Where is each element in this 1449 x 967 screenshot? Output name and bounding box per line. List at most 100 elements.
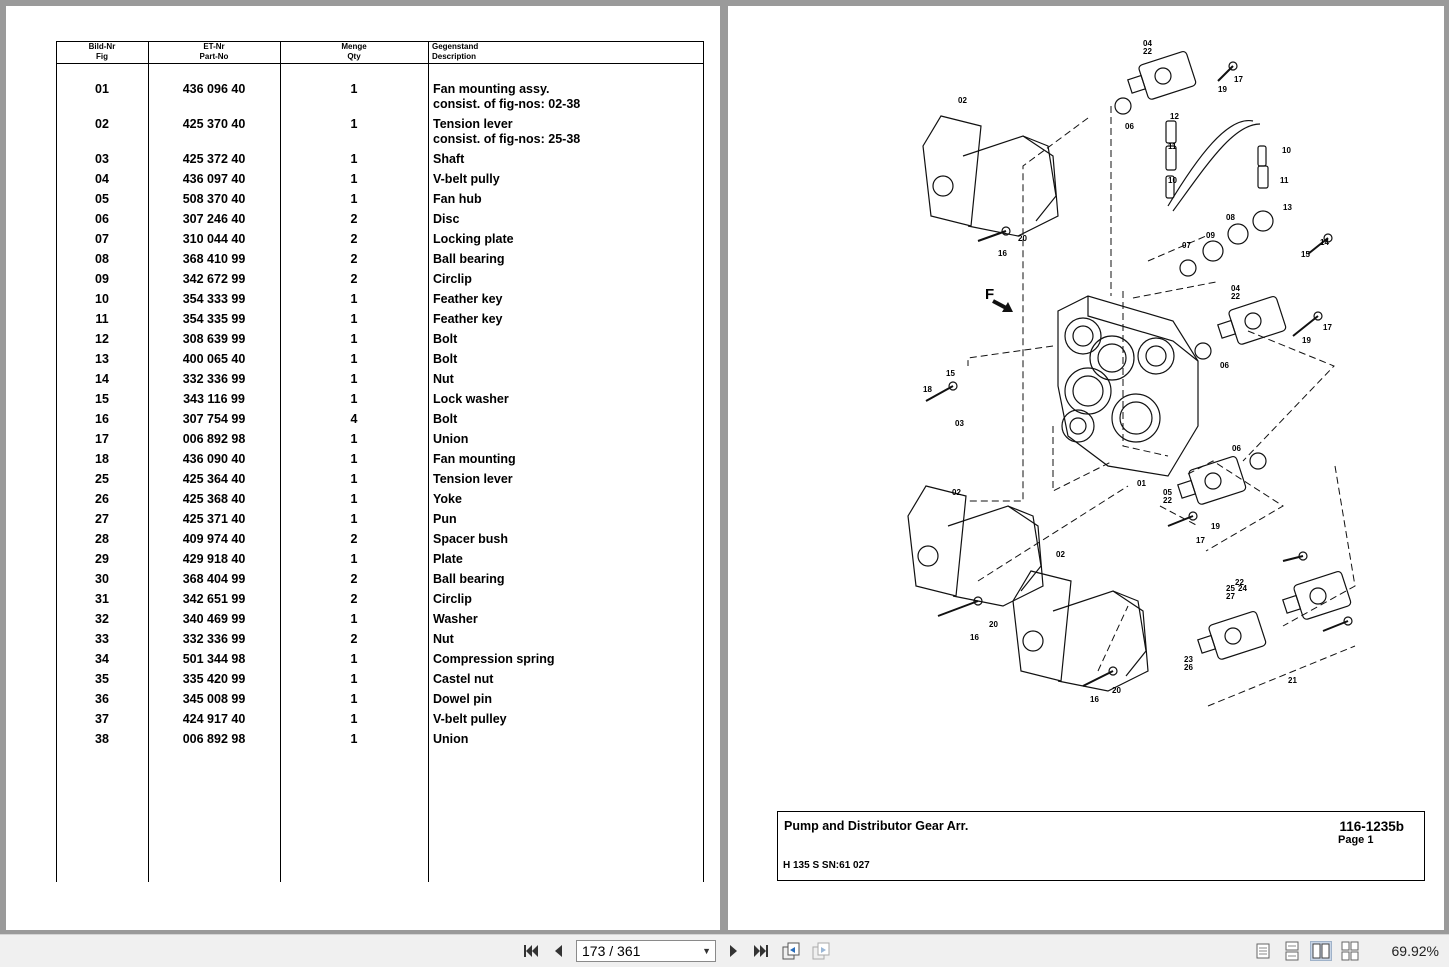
assembly-line bbox=[1159, 505, 1199, 527]
bore-hole bbox=[1072, 375, 1104, 407]
continuous-two-page-view-icon[interactable] bbox=[1339, 941, 1361, 961]
callout-label: 19 bbox=[1302, 336, 1311, 345]
part-number: 345 008 99 bbox=[182, 692, 246, 706]
bolt-head bbox=[973, 596, 983, 606]
part-number: 308 639 99 bbox=[182, 332, 246, 346]
description: Feather key bbox=[433, 312, 502, 327]
part-number: 409 974 40 bbox=[182, 532, 246, 546]
fig-number: 02 bbox=[95, 117, 109, 131]
bolt-head bbox=[1001, 226, 1011, 236]
hydraulic-pump-bottom-right bbox=[1293, 570, 1352, 620]
part-number: 307 246 40 bbox=[182, 212, 246, 226]
callout-label: F bbox=[985, 286, 994, 303]
zoom-level[interactable]: 69.92% bbox=[1391, 943, 1439, 959]
prev-page-icon[interactable] bbox=[548, 941, 570, 961]
title-block: Pump and Distributor Gear Arr. 116-1235b… bbox=[777, 811, 1425, 881]
callout-label: 16 bbox=[1090, 695, 1099, 704]
history-back-icon[interactable] bbox=[780, 941, 802, 961]
callout-label: 02 bbox=[958, 96, 967, 105]
quantity: 2 bbox=[350, 532, 358, 546]
arrow-icon bbox=[1002, 302, 1013, 312]
fig-number: 16 bbox=[95, 412, 109, 426]
hydraulic-pump-top bbox=[1154, 67, 1172, 85]
description-line: Compression spring bbox=[433, 652, 555, 666]
drawing-code: 116-1235b bbox=[1339, 819, 1404, 834]
fig-number: 12 bbox=[95, 332, 109, 346]
chevron-down-icon[interactable]: ▼ bbox=[702, 946, 711, 956]
continuous-view-icon[interactable] bbox=[1281, 941, 1303, 961]
description: Tension lever bbox=[433, 472, 513, 487]
callout-label: 10 bbox=[1282, 146, 1291, 155]
description: Feather key bbox=[433, 292, 502, 307]
bore-hole bbox=[1069, 417, 1087, 435]
fig-number: 35 bbox=[95, 672, 109, 686]
flange-ring bbox=[1089, 335, 1135, 381]
bolt-head bbox=[1343, 616, 1353, 626]
part-number: 342 672 99 bbox=[182, 272, 246, 286]
callout-label: 11 bbox=[1280, 176, 1289, 185]
bore-hole bbox=[1072, 325, 1094, 347]
callout-label: 04 bbox=[1143, 39, 1152, 48]
part-number: 332 336 99 bbox=[182, 632, 246, 646]
description: Castel nut bbox=[433, 672, 493, 687]
part-number: 436 096 40 bbox=[182, 82, 246, 96]
page-number-input[interactable]: 173 / 361▼ bbox=[576, 940, 716, 962]
bolt-icon bbox=[925, 385, 954, 402]
two-page-view-icon[interactable] bbox=[1310, 941, 1332, 961]
quantity: 1 bbox=[350, 712, 358, 726]
quantity: 1 bbox=[350, 352, 358, 366]
fan-motor-lower bbox=[1012, 570, 1072, 682]
quantity: 2 bbox=[350, 632, 358, 646]
callout-label: 05 bbox=[1163, 488, 1172, 497]
description: Spacer bush bbox=[433, 532, 508, 547]
fig-number: 13 bbox=[95, 352, 109, 366]
callout-label: 22 bbox=[1163, 496, 1172, 505]
description: Nut bbox=[433, 372, 454, 387]
description: Fan mounting assy.consist. of fig-nos: 0… bbox=[433, 82, 580, 112]
assembly-line bbox=[1242, 330, 1335, 462]
description-line: V-belt pully bbox=[433, 172, 500, 186]
first-page-icon[interactable] bbox=[520, 941, 542, 961]
part-number: 425 368 40 bbox=[182, 492, 246, 506]
assembly-line bbox=[1097, 605, 1129, 672]
callout-label: 22 bbox=[1143, 47, 1152, 56]
description-line: Spacer bush bbox=[433, 532, 509, 546]
quantity: 1 bbox=[350, 672, 358, 686]
description: V-belt pully bbox=[433, 172, 500, 187]
description-line: Castel nut bbox=[433, 672, 494, 686]
column-divider bbox=[428, 42, 429, 882]
last-page-icon[interactable] bbox=[750, 941, 772, 961]
quantity: 1 bbox=[350, 432, 358, 446]
fig-number: 32 bbox=[95, 612, 109, 626]
table-border-right bbox=[703, 42, 704, 882]
description: Plate bbox=[433, 552, 463, 567]
part-number: 425 364 40 bbox=[182, 472, 246, 486]
bolt-head bbox=[1298, 551, 1308, 561]
description-line: Bolt bbox=[433, 332, 458, 346]
fig-number: 33 bbox=[95, 632, 109, 646]
single-page-view-icon[interactable] bbox=[1252, 941, 1274, 961]
history-forward-icon[interactable] bbox=[810, 941, 832, 961]
callout-label: 16 bbox=[998, 249, 1007, 258]
description: Union bbox=[433, 432, 468, 447]
description: Yoke bbox=[433, 492, 462, 507]
part-number: 354 335 99 bbox=[182, 312, 246, 326]
description-line: consist. of fig-nos: 02-38 bbox=[433, 97, 581, 111]
next-page-icon[interactable] bbox=[722, 941, 744, 961]
description-line: Yoke bbox=[433, 492, 462, 506]
fan-motor-middle bbox=[907, 485, 967, 597]
description-line: Feather key bbox=[433, 312, 503, 326]
description: Bolt bbox=[433, 352, 457, 367]
description-line: Circlip bbox=[433, 592, 472, 606]
